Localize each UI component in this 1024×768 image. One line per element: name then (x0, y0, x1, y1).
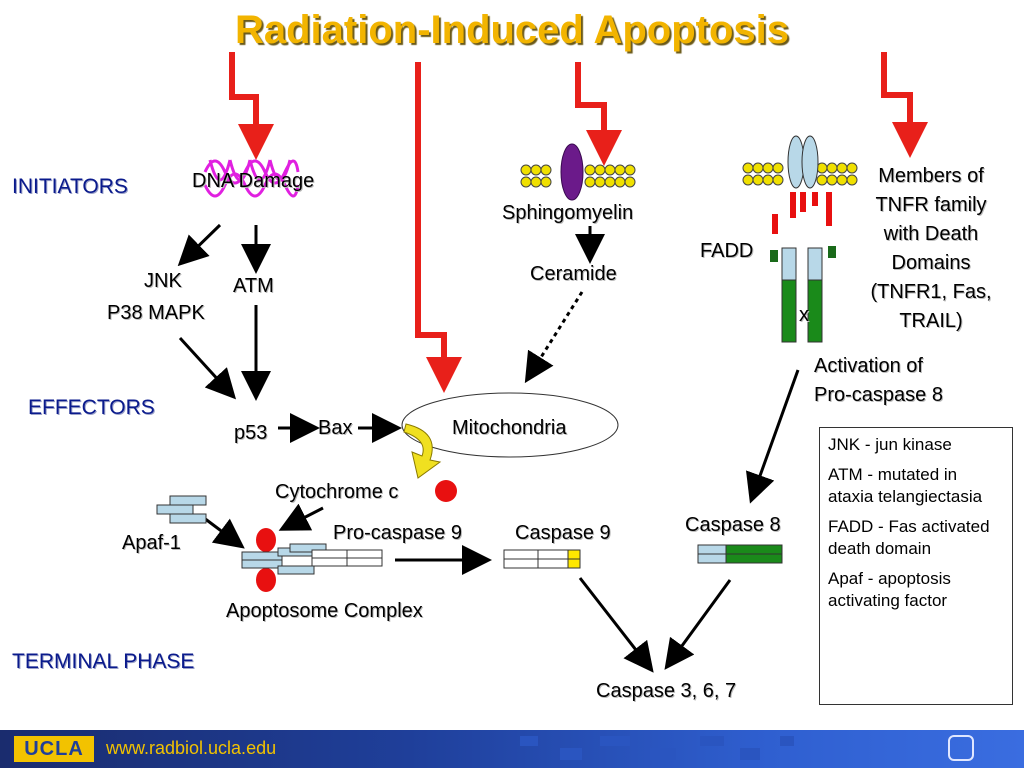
corner-square-icon (948, 735, 974, 761)
label-activation: Activation of Pro-caspase 8 (814, 352, 943, 410)
cytochrome-release-arrow (403, 423, 442, 479)
tnfr-line-1: Members of (878, 165, 984, 187)
decor-square (560, 748, 582, 760)
label-apoptosome: Apoptosome Complex (226, 600, 423, 622)
label-jnk: JNK (144, 270, 182, 292)
decor-square (650, 748, 676, 760)
label-atm: ATM (233, 275, 274, 297)
ucla-logo: UCLA (14, 736, 94, 762)
decor-square (740, 748, 760, 760)
label-apaf1: Apaf-1 (122, 532, 181, 554)
mitochondria-shape (401, 392, 619, 458)
slide-title: Radiation-Induced Apoptosis (234, 8, 790, 52)
arrow-casp9-casp367 (578, 577, 654, 673)
legend-item-apaf: Apaf - apoptosis activating factor (828, 569, 951, 610)
caspase9-icon (503, 549, 581, 569)
label-tnfr-members: Members of TNFR family with Death Domain… (854, 162, 1008, 336)
label-sphingomyelin: Sphingomyelin (502, 202, 634, 224)
radiation-arrow-dna (229, 52, 274, 160)
label-caspase9: Caspase 9 (515, 522, 611, 544)
arrow-apaf-complex (199, 513, 245, 549)
decor-square (700, 736, 724, 746)
label-ceramide: Ceramide (530, 263, 617, 285)
decor-square (600, 736, 630, 746)
label-dna-damage: DNA Damage (192, 170, 315, 192)
legend-item-jnk: JNK - jun kinase (828, 435, 952, 454)
phase-effectors: EFFECTORS (28, 396, 155, 419)
label-fadd: FADD (700, 240, 754, 262)
phase-terminal: TERMINAL PHASE (12, 650, 195, 673)
arrow-dna-jnk (177, 223, 222, 267)
footer-url[interactable]: www.radbiol.ucla.edu (106, 738, 277, 758)
membrane-tnfr-icon (742, 135, 858, 343)
arrow-cytc-apaf (278, 503, 324, 531)
label-p38: P38 MAPK (107, 302, 205, 324)
pathway-arrows (177, 223, 800, 673)
arrow-casp8-casp367 (664, 579, 732, 670)
label-p53: p53 (234, 422, 268, 444)
activation-line-1: Activation of (814, 355, 923, 377)
label-bax: Bax (318, 417, 353, 439)
radiation-arrows (229, 52, 928, 393)
legend-item-atm: ATM - mutated in ataxia telangiectasia (828, 465, 983, 506)
label-caspase367: Caspase 3, 6, 7 (596, 680, 737, 702)
tnfr-line-6: TRAIL) (899, 310, 963, 332)
footer-bar: UCLA www.radbiol.ucla.edu (0, 730, 1024, 768)
cytochrome-c-icon (435, 480, 457, 502)
dna-helix-icon (203, 159, 300, 198)
decor-square (520, 736, 538, 746)
tnfr-line-3: with Death (883, 223, 979, 245)
arrow-ceramide-mito (524, 291, 584, 384)
tnfr-line-2: TNFR family (875, 194, 987, 216)
label-mitochondria: Mitochondria (452, 417, 567, 439)
apaf1-icon (156, 495, 207, 524)
activation-line-2: Pro-caspase 8 (814, 384, 943, 406)
radiation-arrow-mito (415, 62, 462, 393)
label-caspase8: Caspase 8 (685, 514, 781, 536)
caspase8-icon (697, 544, 783, 564)
arrow-tnfr-casp8 (746, 369, 800, 504)
pathway-diagram (156, 52, 928, 673)
phase-initiators: INITIATORS (12, 175, 128, 198)
membrane-sphingomyelin-icon (520, 143, 636, 201)
tnfr-line-4: Domains (891, 252, 971, 274)
abbreviation-legend: JNK - jun kinase ATM - mutated in ataxia… (819, 427, 1013, 705)
apoptosome-complex-icon (241, 528, 383, 592)
radiation-arrow-sphingo (575, 62, 622, 166)
radiation-arrow-tnfr (881, 52, 928, 158)
legend-item-fadd: FADD - Fas activated death domain (828, 517, 990, 558)
label-x: x (799, 304, 809, 326)
label-cytochrome-c: Cytochrome c (275, 481, 399, 503)
label-pro-caspase9: Pro-caspase 9 (333, 522, 462, 544)
decor-square (780, 736, 794, 746)
tnfr-line-5: (TNFR1, Fas, (870, 281, 992, 303)
arrow-jnk-p53 (178, 336, 237, 400)
